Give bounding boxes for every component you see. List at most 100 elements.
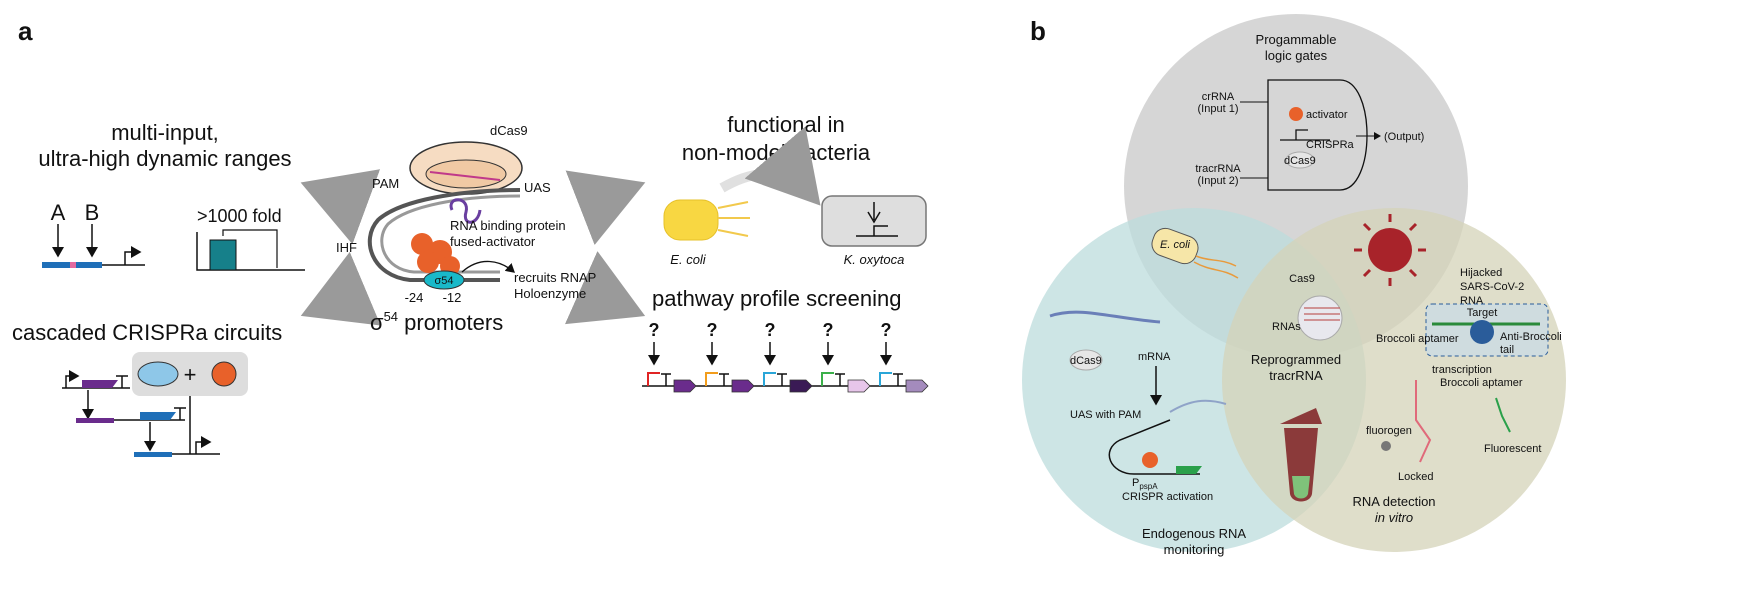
output-label: (Output) [1384,131,1424,143]
cascade-output-1 [76,418,114,423]
input-a-label: A [51,200,66,225]
cascade-term-2 [174,407,186,420]
tracrrna-label-line2: (Input 2) [1198,175,1239,187]
rna-hairpin [449,198,482,224]
gene-2 [731,379,755,393]
promoter-2 [705,372,718,386]
arrow-to-pathway [564,251,646,325]
locked-label: Locked [1398,471,1433,483]
reporter-gene [1176,466,1202,474]
recruits-label-line2: Holoenzyme [514,286,586,301]
crispra-label: CRISPRa [1306,139,1355,151]
ecoli-label-b: E. coli [1160,239,1191,251]
activator-label: activator [1306,109,1348,121]
recruits-label-line1: recruits RNAP [514,270,596,285]
fluorescent-label: Fluorescent [1484,443,1541,455]
dcas9-icon-b [1285,151,1315,169]
promoters-sigma: σ [370,310,384,335]
dna-loop [367,188,521,282]
endogenous-section: E. coli dCas9 mRNA UAS with PAM PpspA CR… [1049,227,1246,557]
pathway-section: pathway profile screening ????? [642,286,929,393]
dna-loop-inner [380,194,521,274]
dcas9-icon [137,361,179,387]
unknown-input-1: ? [649,320,660,340]
dcas9-icon-left [1069,349,1103,371]
fluorogen-icon [1381,441,1391,451]
gene-3 [789,379,813,393]
dcas9-label-b: dCas9 [1284,155,1316,167]
promoter-5 [879,372,892,386]
unknown-input-5: ? [881,320,892,340]
panel-b-label: b [1030,16,1046,46]
unknown-input-3: ? [765,320,776,340]
activator-icon-left [1142,452,1158,468]
non-model-title-line1: functional in [727,112,844,137]
ecoli-cell [663,199,719,241]
minus12-label: -12 [443,290,462,305]
reprogrammed-label-line2: tracrRNA [1269,368,1323,383]
ecoli-flagella-b [1193,255,1239,279]
fold-bracket [222,229,278,268]
crrna-label-line2: (Input 1) [1198,103,1239,115]
dcas9-inner [425,159,507,189]
rna-detection-section: Hijacked SARS-CoV-2 RNA Target Broccoli … [1352,214,1562,525]
multi-input-title-line1: multi-input, [111,120,219,145]
sigma54-promoters-title: σ54 promoters [370,309,503,335]
koxytoca-label: K. oxytoca [844,252,905,267]
plus-sign: + [184,362,197,387]
non-model-title-line2: non-model bacteria [682,140,871,165]
dna-loop-b [1108,419,1200,475]
endogenous-title-line2: monitoring [1164,542,1225,557]
logic-gates-title-line1: Progammable [1256,32,1337,47]
virus-spikes [1354,214,1426,286]
recruit-arrow [461,260,515,273]
promoter-arrow-icon [124,246,142,265]
multi-input-title-line2: ultra-high dynamic ranges [38,146,291,171]
ppspa-label: PpspA [1132,477,1158,491]
sigma54-mechanism: dCas9 PAM UAS IHF RNA binding protein fu… [336,123,596,335]
uas-pam-label: UAS with PAM [1070,409,1141,421]
rbp-label-line1: RNA binding protein [450,218,566,233]
cascaded-section: cascaded CRISPRa circuits + [12,320,282,457]
rna-detection-title-line2: in vitro [1375,510,1413,525]
arrow-to-multi-input [300,169,381,245]
multi-input-section: multi-input, ultra-high dynamic ranges A… [38,120,305,271]
cascaded-title: cascaded CRISPRa circuits [12,320,282,345]
tube-icon [1284,428,1318,502]
ecoli-cell-b [1151,227,1199,265]
ppspa-sub: pspA [1139,482,1158,491]
ihf-label: IHF [336,240,357,255]
transfer-arrow [719,126,821,206]
dcas9-label: dCas9 [490,123,528,138]
promoter-3 [763,372,776,386]
dcas9-label-left: dCas9 [1070,355,1102,367]
anti-broccoli-label-line1: Anti-Broccoli [1500,331,1562,343]
cas9-bound [1470,320,1494,344]
rbp-label-line2: fused-activator [450,234,536,249]
terminator-2 [719,373,729,386]
dna-segment-pink [70,262,76,268]
activator-icon-b [1289,107,1303,121]
hijacked-label-line1: Hijacked [1460,267,1502,279]
transcription-label: transcription [1432,364,1492,376]
fold-bar [209,239,237,271]
activator-cluster-1 [411,233,433,255]
crispr-activation-label: CRISPR activation [1122,491,1213,503]
rnas-label: RNAs [1272,321,1301,333]
gene-5 [905,379,929,393]
ecoli-label: E. coli [670,252,707,267]
promoters-text: promoters [398,310,503,335]
cas9-circle [1297,295,1343,341]
arrow-to-non-model [565,170,646,246]
activator-icon [211,361,237,387]
gene-1 [673,379,697,393]
crispra-promoter [1280,129,1330,141]
virus-icon [1368,228,1412,272]
cascade-promoter-1 [65,370,80,388]
fold-label: >1000 fold [197,206,282,226]
ecoli-flagella [717,201,750,237]
pathway-title: pathway profile screening [652,286,901,311]
arrow-to-cascaded [300,251,381,326]
logic-gates-title-line2: logic gates [1265,48,1328,63]
